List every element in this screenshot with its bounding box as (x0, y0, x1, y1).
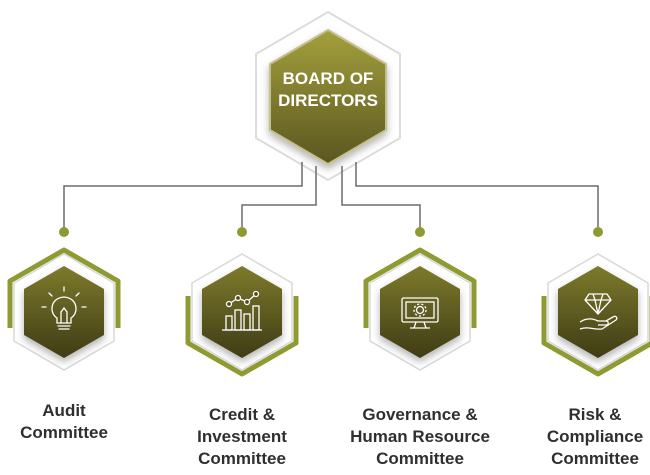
committee-node-credit (185, 253, 299, 377)
connector-dot (593, 227, 603, 237)
connector-dots (59, 227, 603, 237)
committee-label-audit: Audit Committee (20, 401, 108, 442)
board-hexagon (269, 28, 387, 166)
connector-governance (341, 166, 421, 232)
board-outline (255, 10, 401, 182)
committee-node-governance (363, 247, 477, 371)
lightbulb-icon (41, 286, 87, 330)
hex-outline (547, 253, 649, 371)
connector-dot (59, 227, 69, 237)
connectors (63, 162, 599, 232)
accent-bracket (541, 296, 650, 377)
hex-badge (380, 266, 460, 358)
board-node (255, 10, 401, 182)
hex-outline (13, 253, 115, 371)
connector-risk (355, 162, 599, 232)
connector-dot (415, 227, 425, 237)
monitor-gear-icon (401, 297, 439, 329)
connector-credit (241, 166, 317, 232)
accent-bracket (185, 296, 299, 377)
diamond-hand-icon (579, 293, 618, 330)
committee-node-audit (7, 247, 121, 371)
committee-label-governance: Governance & Human Resource Committee (350, 405, 490, 468)
board-title: BOARD OF DIRECTORS (278, 69, 378, 110)
hex-badge (24, 266, 104, 358)
committee-label-risk: Risk & Compliance Committee (546, 405, 644, 468)
growth-chart-icon (222, 290, 262, 331)
committee-node-risk (541, 253, 650, 377)
hex-outline (369, 253, 471, 371)
hex-outline (191, 253, 293, 371)
committee-label-credit: Credit & Investment Committee (197, 405, 287, 468)
connector-dot (237, 227, 247, 237)
connector-audit (63, 162, 303, 232)
hex-badge (202, 266, 282, 358)
accent-bracket (7, 247, 121, 328)
accent-bracket (363, 247, 477, 328)
